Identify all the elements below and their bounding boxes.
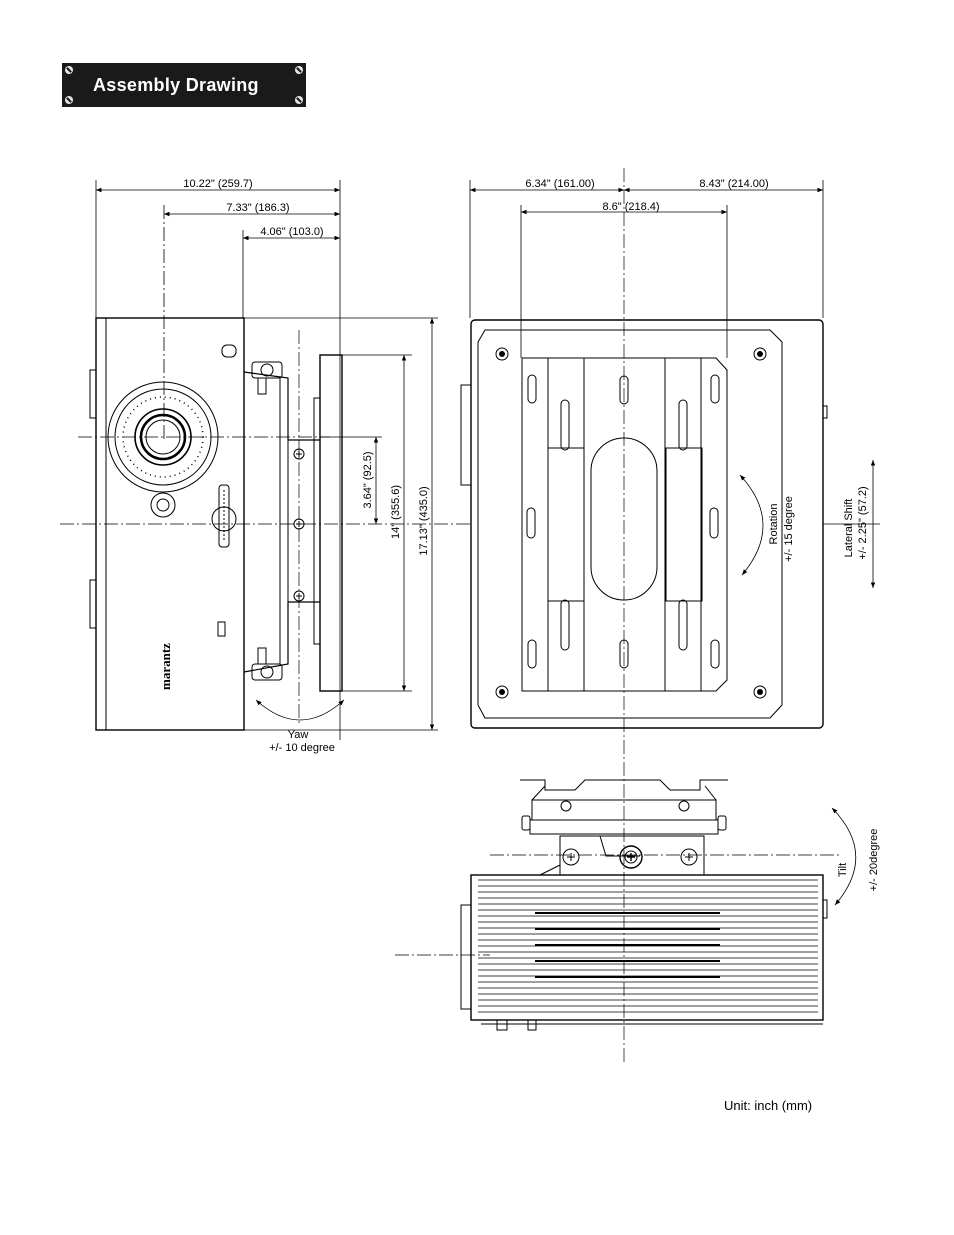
dim-6-34: 6.34" (161.00) [525,178,594,190]
top-dimensions [470,187,876,906]
yaw-label: Yaw [288,729,309,741]
top-view [460,168,880,1065]
unit-note: Unit: inch (mm) [724,1098,813,1113]
dim-14: 14" (355.6) [390,485,402,539]
page-title: Assembly Drawing [93,75,259,95]
dim-8-6: 8.6" (218.4) [602,201,659,213]
lateral-shift-label: Lateral Shift [843,499,855,558]
rotation-label: Rotation [768,504,780,545]
screw-icon [295,66,303,74]
dim-7-33: 7.33" (186.3) [226,202,289,214]
dim-8-43: 8.43" (214.00) [699,178,768,190]
heatsink-ribs [478,879,818,1013]
tilt-range: +/- 20degree [868,829,880,892]
screw-icon [65,96,73,104]
rotation-range: +/- 15 degree [783,496,795,562]
yaw-range: +/- 10 degree [269,742,335,754]
lateral-shift-range: +/- 2.25" (57.2) [857,486,869,559]
dim-10-22: 10.22" (259.7) [183,178,252,190]
screw-icon [295,96,303,104]
dim-17-13: 17.13" (435.0) [418,486,430,555]
dim-3-64: 3.64" (92.5) [362,451,374,508]
tilt-label: Tilt [837,863,849,877]
title-plate: Assembly Drawing [62,63,306,107]
brand-label: marantz [158,643,173,690]
front-dimensions [96,187,435,730]
screw-icon [65,66,73,74]
front-view [60,180,470,740]
side-view [395,779,840,1031]
dim-4-06: 4.06" (103.0) [260,226,323,238]
